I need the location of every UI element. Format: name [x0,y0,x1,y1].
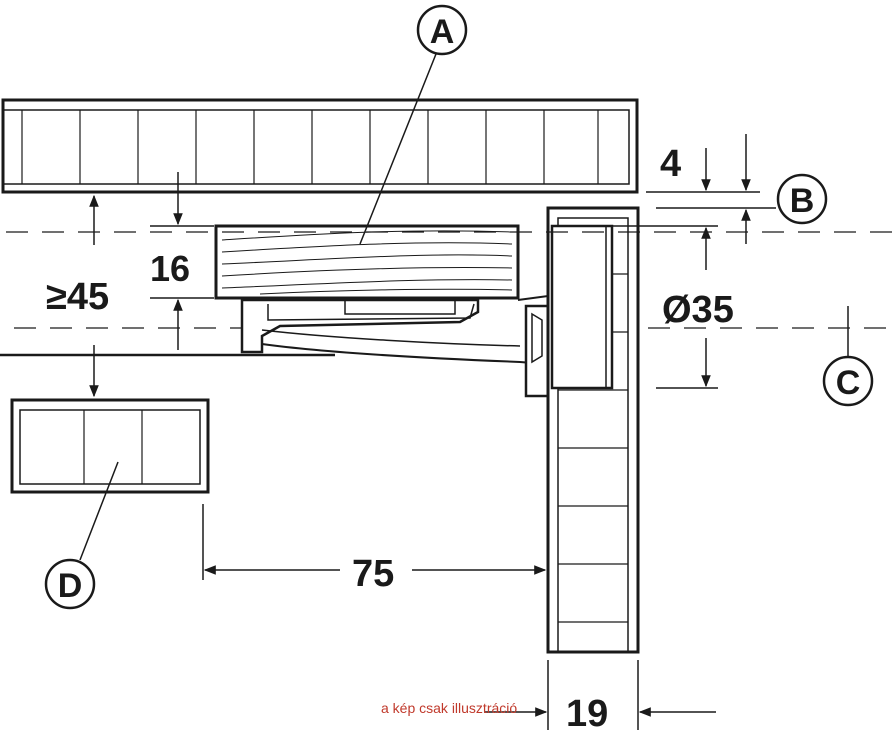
mounting-block [214,224,520,300]
illustration-note: a kép csak illusztráció [381,700,518,716]
callout-c-label: C [836,364,861,402]
dim-35-label: Ø35 [662,289,734,331]
dim-16 [150,172,214,350]
dim-4-label: 4 [660,143,681,185]
top-panel [1,98,639,194]
dim-19 [484,660,716,730]
dim-75 [202,504,547,580]
callout-d-label: D [58,567,83,605]
callout-a-label: A [430,13,455,51]
dim-35 [612,225,718,389]
callout-d: D [44,461,119,610]
dim-19-label: 19 [566,693,608,730]
dim-16-label: 16 [150,248,190,289]
callout-c: C [822,306,874,407]
dim-75-label: 75 [352,553,394,595]
door-panel [546,206,640,654]
dim-4 [646,134,776,244]
callout-b-label: B [790,182,815,220]
callout-b: B [776,173,828,225]
callout-a: A [359,4,468,245]
hinge-arm [240,294,550,398]
dim-45-label: ≥45 [46,276,109,318]
side-panel [10,398,210,494]
